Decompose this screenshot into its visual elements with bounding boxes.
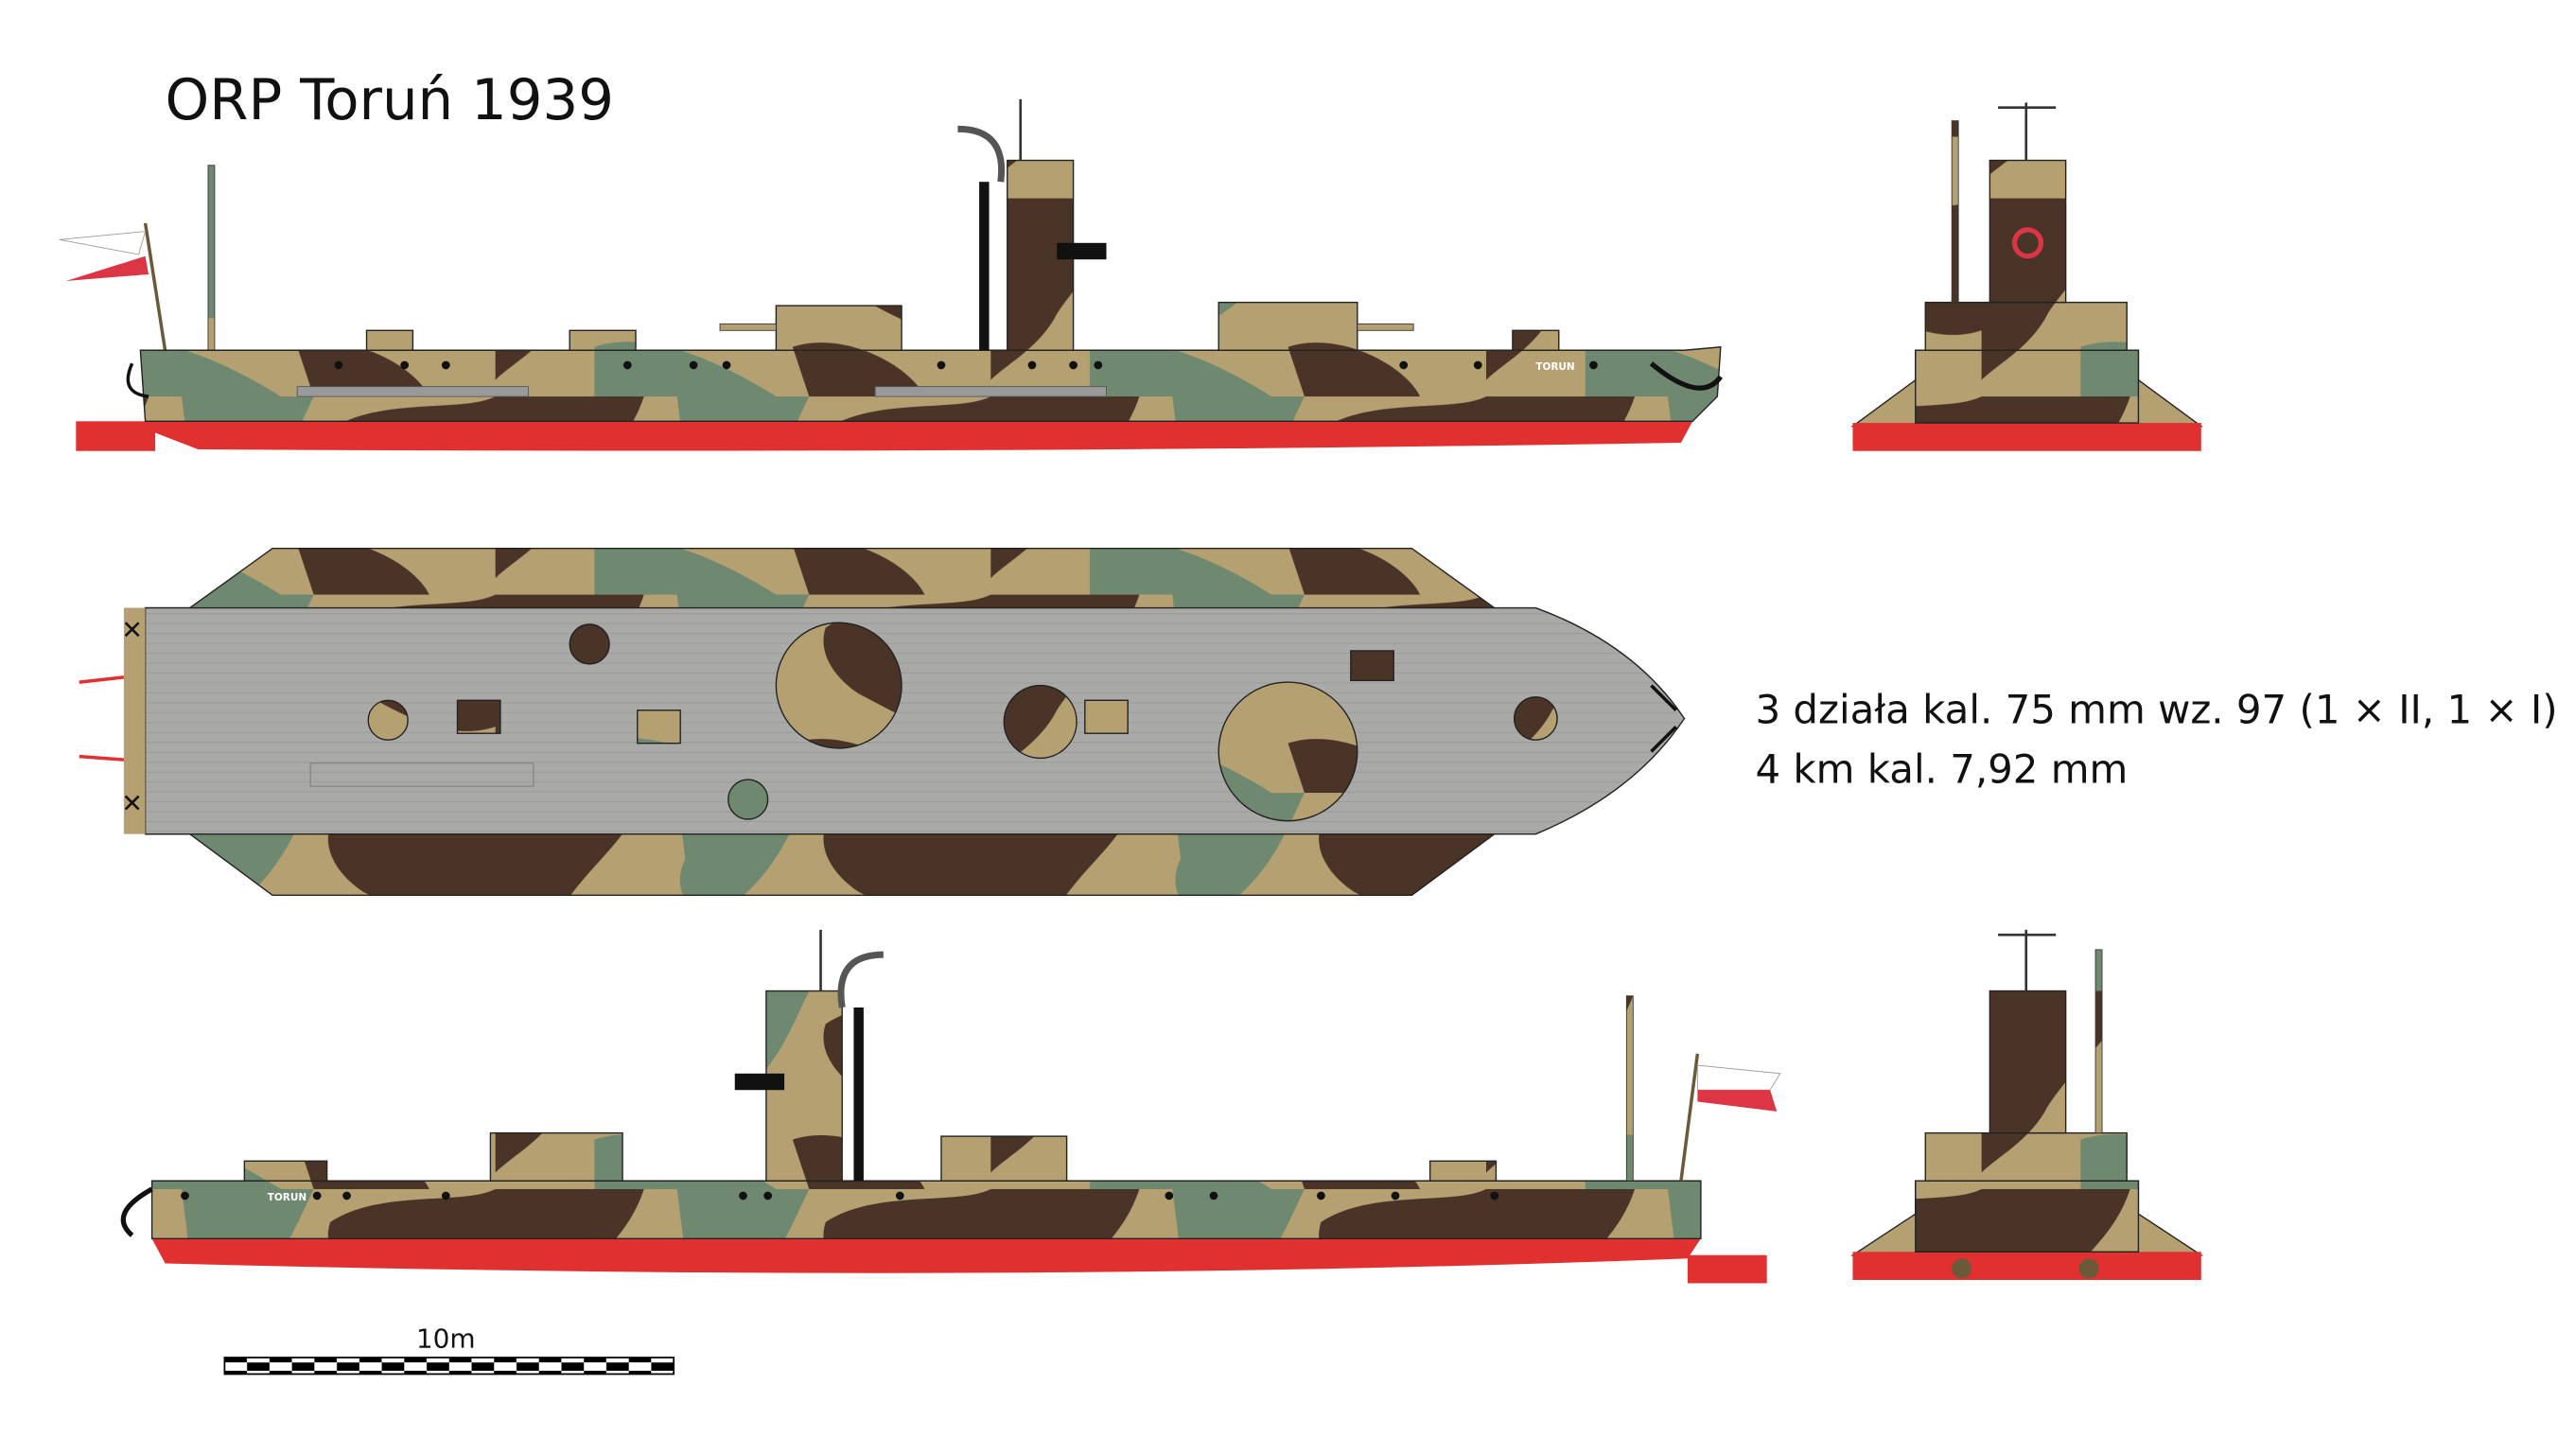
hull-side [139, 345, 1722, 423]
gun-turret [1218, 681, 1358, 822]
crane [957, 125, 1006, 183]
anchor [1649, 361, 1723, 391]
funnel [979, 182, 990, 351]
mast [207, 165, 216, 351]
gun-turret-twin [775, 622, 902, 749]
plan-view [79, 548, 1686, 896]
propeller [2078, 1258, 2099, 1279]
mast [1625, 995, 1634, 1182]
profile-view-top: TORUN [59, 98, 1723, 451]
anchor [120, 1186, 153, 1237]
armament-line-1: 3 działa kal. 75 mm wz. 97 (1 × II, 1 × … [1755, 687, 2557, 733]
front-view-top [1850, 102, 2203, 451]
scale-bar: 10m [223, 1323, 675, 1376]
waterline-red [145, 421, 1693, 451]
hull-name: TORUN [1535, 361, 1574, 373]
crane [837, 951, 884, 1008]
propeller [1952, 1258, 1972, 1279]
anchor [126, 362, 149, 398]
armament-line-2: 4 km kal. 7,92 mm [1755, 746, 2128, 793]
lifebuoy [2011, 227, 2044, 259]
hull-side [150, 1180, 1702, 1240]
flag [59, 222, 167, 351]
profile-view-bottom: TORUN [120, 929, 1781, 1284]
hull-name: TORUN [268, 1192, 307, 1203]
rudder-waterline [76, 421, 156, 451]
scale-label: 10m [416, 1323, 476, 1355]
flag [1679, 1053, 1781, 1182]
funnel [853, 1007, 864, 1182]
drawing-title: ORP Toruń 1939 [166, 67, 614, 132]
front-view-bottom [1850, 929, 2204, 1280]
